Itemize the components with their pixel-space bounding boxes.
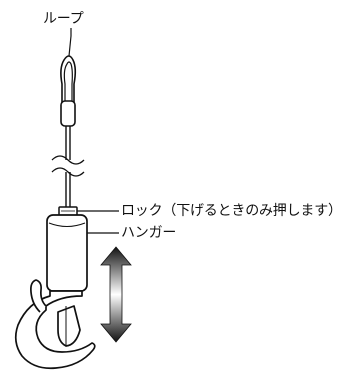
lock-label: ロック（下げるときのみ押します） [121, 203, 342, 219]
loop-leader-line [68, 28, 72, 57]
wire-lower [65, 172, 71, 208]
wire-upper [65, 126, 71, 160]
hanger-label: ハンガー [121, 225, 177, 241]
hook [14, 279, 96, 370]
movement-arrow-icon [100, 246, 132, 343]
wire-break-symbol [51, 155, 85, 177]
wire-loop [60, 55, 77, 103]
crimp-sleeve [60, 100, 76, 127]
loop-label: ループ [43, 11, 84, 27]
